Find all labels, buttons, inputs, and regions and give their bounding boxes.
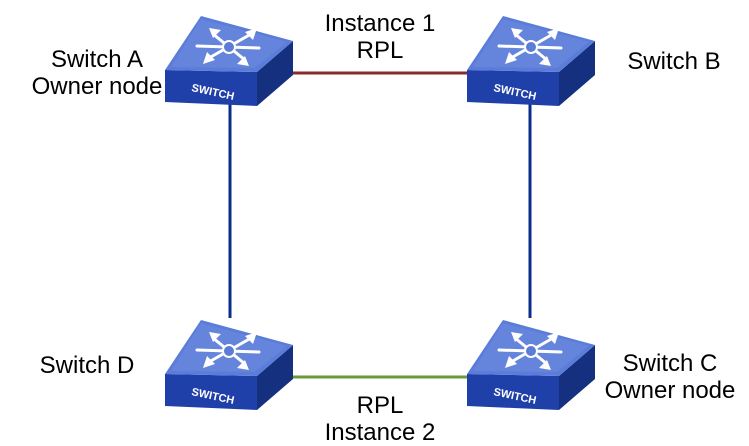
switch-c-label: Switch C Owner node <box>594 350 746 404</box>
switch-d-name: Switch D <box>39 352 135 379</box>
switch-b-label: Switch B <box>614 48 734 75</box>
instance-1-text: Instance 1 <box>324 10 436 37</box>
switch-a-icon: SWITCH <box>163 14 295 108</box>
switch-a-name: Switch A <box>50 46 144 73</box>
instance-1-label: Instance 1 RPL <box>300 10 460 64</box>
instance-2-text: Instance 2 <box>324 419 436 446</box>
switch-c-icon: SWITCH <box>465 318 597 412</box>
switch-a-label: Switch A Owner node <box>24 46 170 100</box>
rpl-bottom-text: RPL <box>356 392 404 419</box>
instance-2-label: RPL Instance 2 <box>300 392 460 446</box>
rpl-top-text: RPL <box>356 37 404 64</box>
switch-a-role: Owner node <box>31 73 163 100</box>
switch-b-icon: SWITCH <box>465 14 597 108</box>
switch-d-icon: SWITCH <box>163 318 295 412</box>
switch-b-name: Switch B <box>627 48 721 75</box>
switch-d-label: Switch D <box>24 352 150 379</box>
switch-c-role: Owner node <box>604 377 736 404</box>
switch-c-name: Switch C <box>622 350 718 377</box>
